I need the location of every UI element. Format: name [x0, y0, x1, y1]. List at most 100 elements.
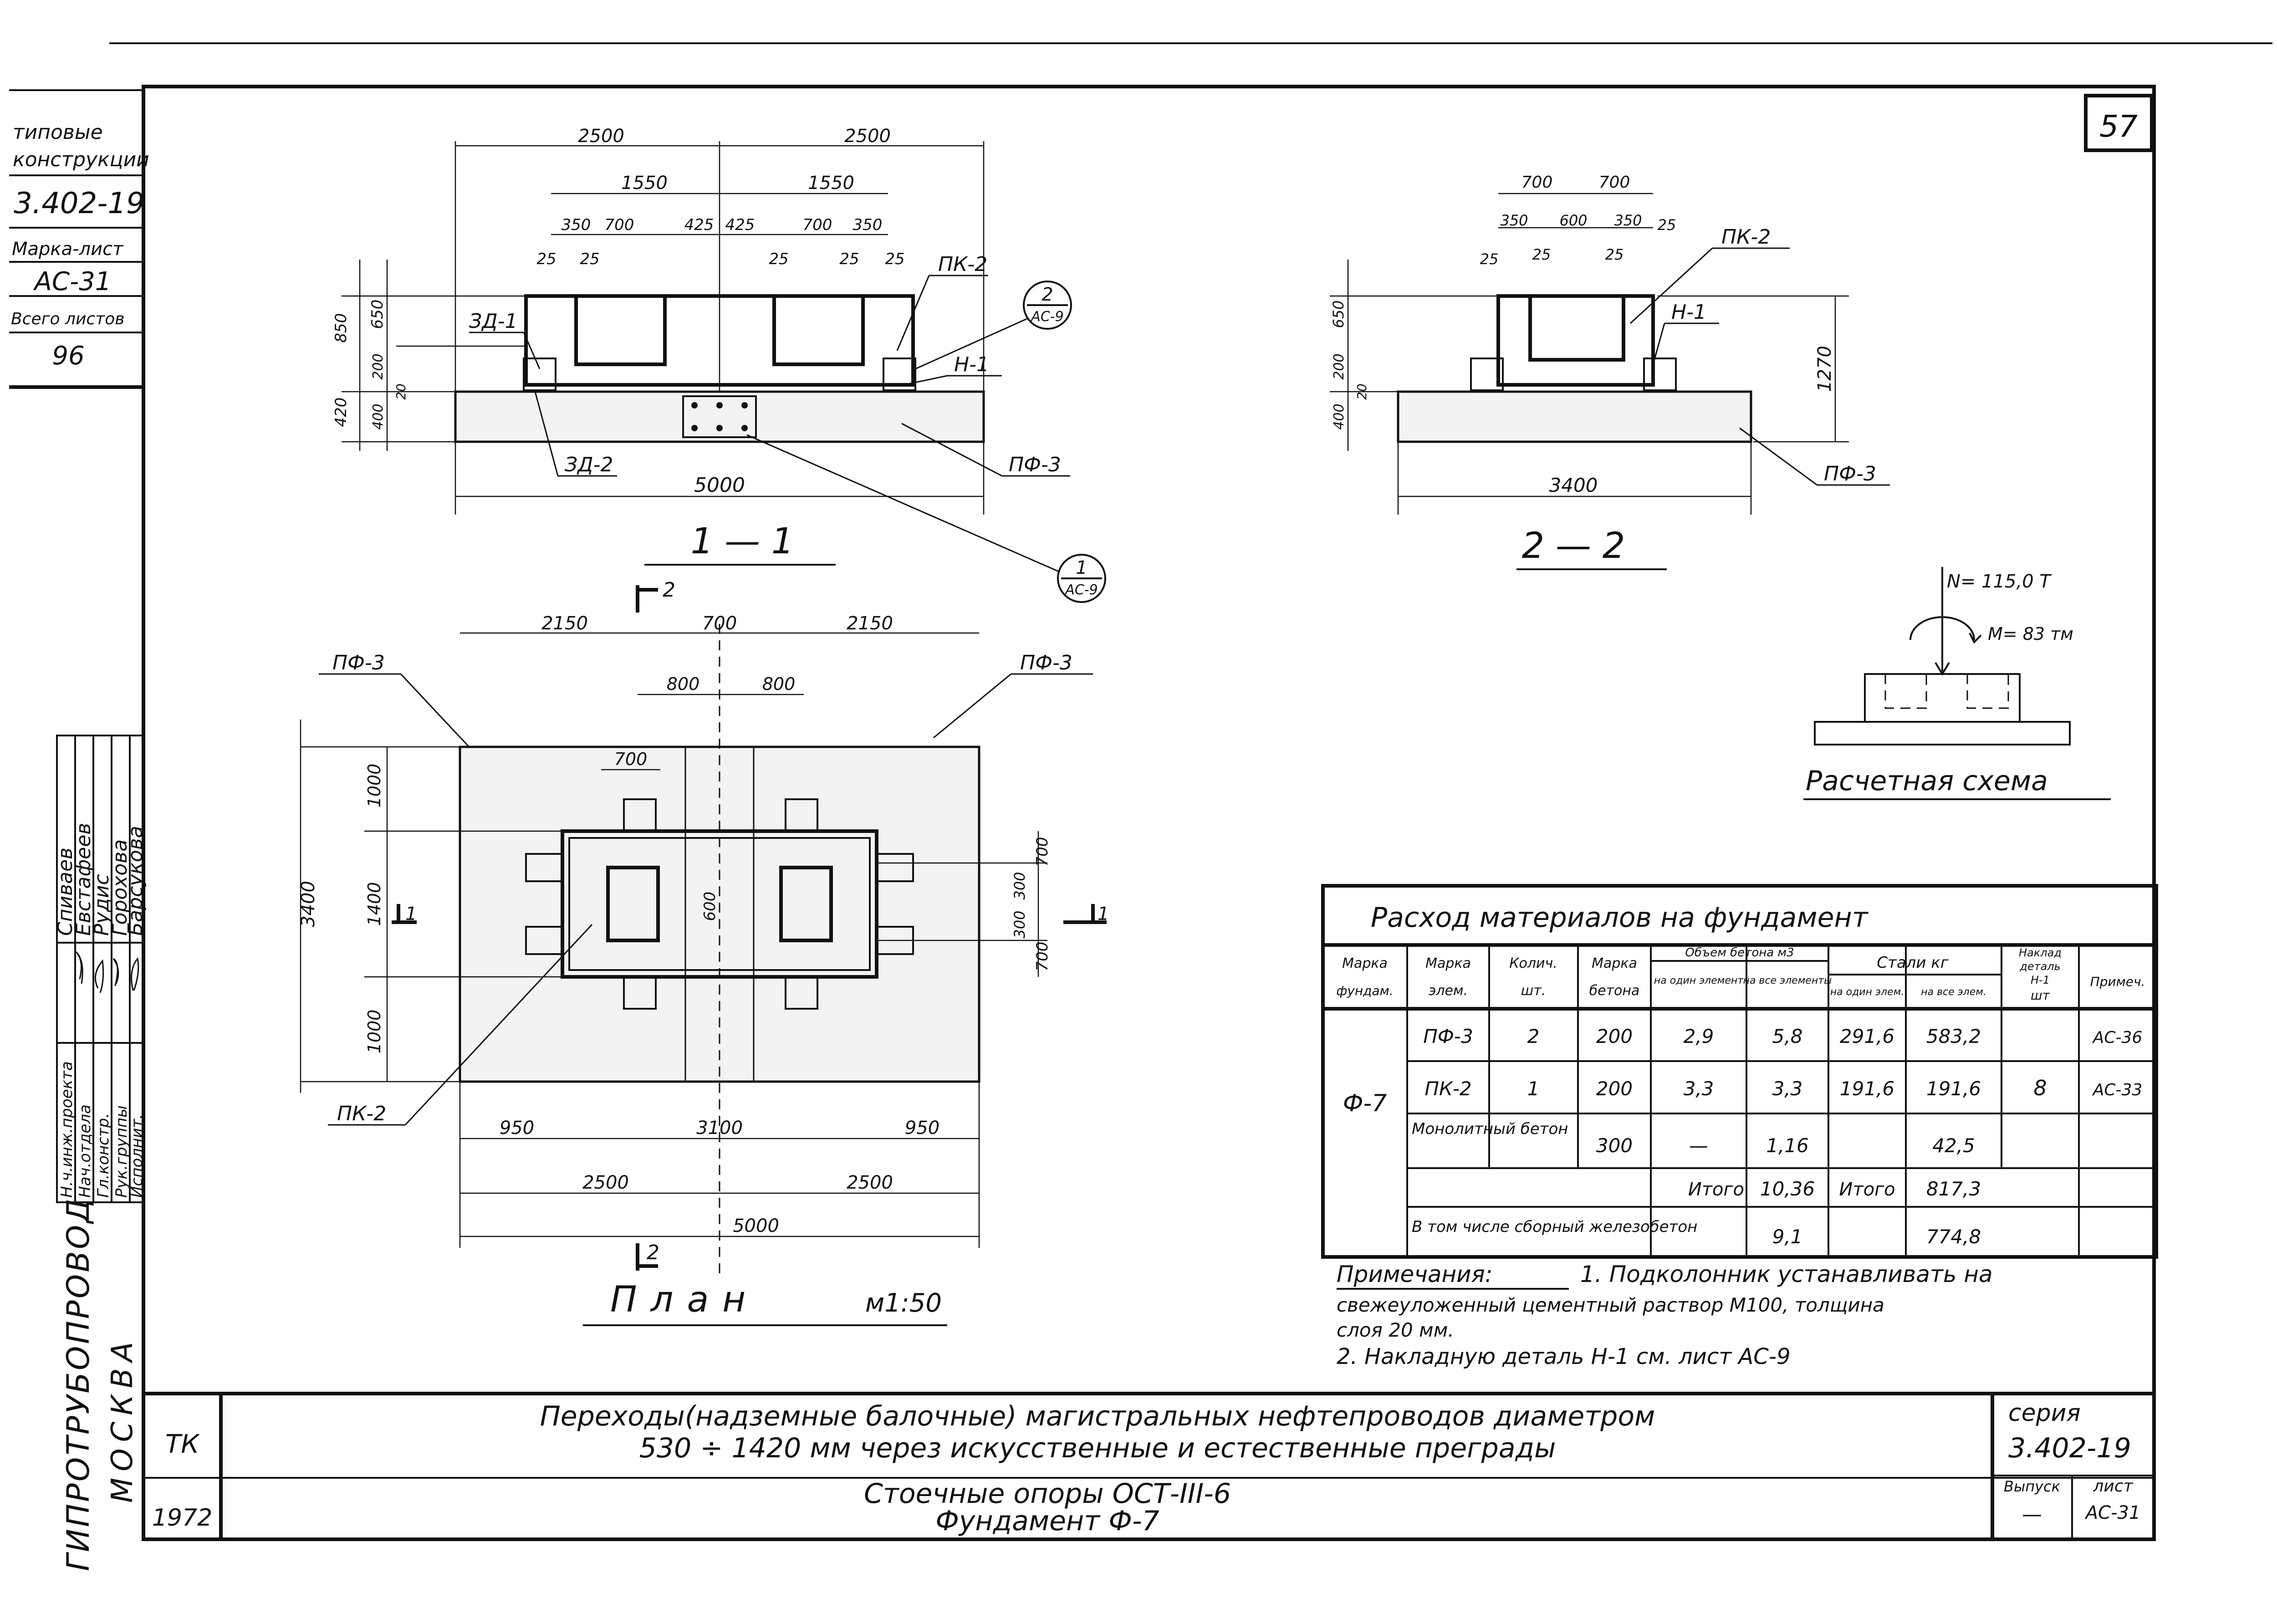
plan-dim-left-total: 3400 — [298, 881, 319, 927]
stamp-city: МОСКВА — [106, 1336, 139, 1503]
s11-dim-left-650: 650 — [368, 300, 387, 329]
cut-marker-1-right: 1 — [1063, 904, 1109, 924]
s22-label-n1: Н-1 — [1671, 301, 1706, 324]
stamp-role-3: Гл.констр. — [94, 1113, 112, 1198]
td-r2-steel-one: 191,6 — [1840, 1078, 1894, 1100]
section-1-1: 2500 2500 1550 1550 350 700 425 425 700 … — [332, 126, 1106, 603]
stamp-mark-value: АС-31 — [33, 267, 112, 296]
s11-label-n1: Н-1 — [954, 353, 989, 376]
tb-line-4: Фундамент Ф-7 — [935, 1505, 1159, 1537]
td-r2-vol-one: 3,3 — [1684, 1078, 1714, 1100]
signature-marks — [75, 951, 139, 993]
svg-text:1: 1 — [1098, 904, 1109, 924]
plan-dim-right-2: 300 — [1011, 872, 1028, 899]
plan-dim-left-3: 1000 — [364, 1010, 384, 1054]
s22-dim-det-2: 600 — [1559, 212, 1587, 229]
s11-dim-25-4: 25 — [839, 250, 859, 268]
s11-dim-25-5: 25 — [885, 250, 904, 268]
td-r2-qty: 1 — [1527, 1078, 1540, 1100]
s11-dim-left-850: 850 — [332, 313, 350, 343]
calc-scheme-title: Расчетная схема — [1806, 765, 2048, 797]
materials-table: Расход материалов на фундамент Марка фун… — [1321, 884, 2158, 1259]
th-grade-2: бетона — [1589, 983, 1640, 999]
tb-issue-label: Выпуск — [2004, 1478, 2061, 1495]
stamp-name-3: Рудис — [90, 874, 113, 936]
s22-dim-left-400: 400 — [1331, 403, 1347, 429]
notes-line-3: слоя 20 мм. — [1337, 1319, 1454, 1341]
tb-series-label: серия — [2008, 1399, 2081, 1427]
s22-title: 2 — 2 — [1522, 526, 1625, 567]
s11-dim-det-4: 425 — [725, 216, 755, 234]
s22-label-pf3: ПФ-3 — [1824, 462, 1876, 485]
cut-marker-2-top: 2 — [636, 578, 675, 613]
cut-marker-2-bottom: 2 — [636, 1241, 659, 1271]
plan-dim-bottom2-1: 2500 — [582, 1172, 629, 1193]
s22-dim-top-2: 700 — [1599, 173, 1630, 192]
td-r2-steel-all: 191,6 — [1926, 1078, 1981, 1100]
s11-title: 1 — 1 — [691, 521, 794, 562]
td-precast-label: В том числе сборный железобетон — [1412, 1218, 1697, 1236]
svg-text:2: 2 — [1041, 284, 1053, 305]
s22-dim-25-3: 25 — [1605, 246, 1624, 263]
plan-scale: м1:50 — [865, 1288, 942, 1318]
td-precast-vol: 9,1 — [1772, 1226, 1803, 1248]
plan-label-pf3-left: ПФ-3 — [332, 651, 385, 674]
td-r1-qty: 2 — [1527, 1025, 1540, 1047]
s11-label-pk2: ПК-2 — [938, 253, 987, 276]
s22-dim-left-650: 650 — [1330, 300, 1347, 328]
td-foundation-mark: Ф-7 — [1343, 1090, 1387, 1117]
s22-dim-right: 1270 — [1814, 346, 1835, 392]
s11-dim-25-3: 25 — [769, 250, 788, 268]
th-volume-all: на все элементы — [1743, 975, 1832, 986]
s22-dim-det-4: 25 — [1658, 216, 1676, 234]
stamp-role-1: Н.ч.инж.проекта — [58, 1061, 76, 1198]
sheet-number-box — [2084, 94, 2154, 152]
plan-dim-top-1: 2150 — [541, 613, 588, 634]
tb-line-3: Стоечные опоры ОСТ-III-6 — [864, 1478, 1231, 1510]
tb-line-1: Переходы(надземные балочные) магистральн… — [540, 1400, 1655, 1432]
td-monolithic-vol-all: 1,16 — [1766, 1134, 1809, 1157]
plan-dim-right-3: 300 — [1011, 910, 1028, 938]
s11-dim-mid-1: 1550 — [621, 173, 668, 194]
s22-dim-top-1: 700 — [1521, 173, 1553, 192]
td-r1-grade: 200 — [1596, 1025, 1633, 1047]
s22-dim-25-1: 25 — [1480, 250, 1499, 268]
td-r2-vol-all: 3,3 — [1772, 1078, 1803, 1100]
notes-line-1: 1. Подколонник устанавливать на — [1580, 1261, 1993, 1287]
plan-dim-left-2: 1400 — [364, 882, 384, 926]
plan-dim-bottom2-2: 2500 — [847, 1172, 893, 1193]
plan-label-pf3-right: ПФ-3 — [1020, 651, 1072, 674]
td-monolithic-steel-all: 42,5 — [1932, 1134, 1975, 1157]
plan-dim-bottom-1: 950 — [500, 1118, 534, 1139]
stamp-name-4: Горохова — [108, 839, 132, 936]
s11-dim-top-2: 2500 — [844, 126, 891, 147]
s11-dim-det-1: 350 — [562, 216, 591, 234]
plan-dim-left-1: 1000 — [364, 764, 384, 808]
plan-label-pk2: ПК-2 — [337, 1102, 386, 1125]
s11-dim-25-1: 25 — [536, 250, 556, 268]
th-volume: Объем бетона м3 — [1685, 946, 1794, 960]
td-r2-grade: 200 — [1596, 1078, 1633, 1100]
s11-dim-top-1: 2500 — [578, 126, 624, 147]
s11-dim-mid-2: 1550 — [808, 173, 854, 194]
s11-dim-det-3: 425 — [684, 216, 714, 234]
th-plate-2: деталь — [2019, 960, 2061, 973]
s11-dim-left-420: 420 — [332, 398, 350, 427]
svg-text:АС-9: АС-9 — [1030, 309, 1063, 325]
svg-text:АС-9: АС-9 — [1064, 582, 1098, 598]
td-r1-note: АС-36 — [2092, 1028, 2143, 1047]
left-stamp: типовые конструкции 3.402-19 Марка-лист … — [9, 89, 149, 1571]
plan-dim-bottom-total: 5000 — [733, 1215, 779, 1236]
svg-text:1: 1 — [1076, 557, 1087, 578]
th-mark-found-1: Марка — [1342, 955, 1388, 971]
s11-dim-det-5: 700 — [803, 216, 832, 234]
plan-dim-800-2: 800 — [762, 674, 796, 694]
s11-dim-left-20: 20 — [393, 383, 408, 400]
s22-dim-bottom: 3400 — [1549, 474, 1598, 496]
plan-dim-top-2: 700 — [702, 613, 737, 634]
stamp-role-5: Исполнит. — [128, 1114, 146, 1198]
th-steel-one: на один элем. — [1830, 986, 1904, 998]
s11-dim-det-2: 700 — [605, 216, 634, 234]
s11-dim-25-2: 25 — [580, 250, 599, 268]
td-total-steel-label: Итого — [1839, 1179, 1895, 1200]
